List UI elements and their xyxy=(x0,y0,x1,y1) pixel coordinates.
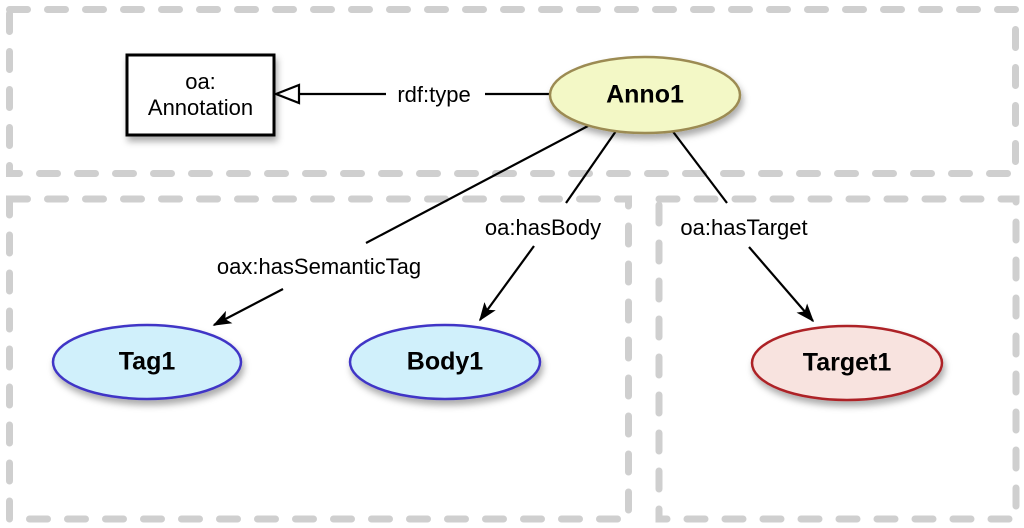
has-semantic-tag-line-upper xyxy=(365,125,589,244)
has-body-edge-label: oa:hasBody xyxy=(484,215,602,240)
top-region-dashed-frame xyxy=(6,6,1019,177)
target1-node xyxy=(750,324,944,402)
has-body-arrow xyxy=(479,245,535,322)
has-body-line-upper xyxy=(565,130,617,204)
tag1-node-label: Tag1 xyxy=(118,347,176,376)
tag1-node xyxy=(51,323,243,401)
has-semantic-tag-arrow xyxy=(212,288,284,326)
rdf-type-edge-label: rdf:type xyxy=(397,82,471,107)
annotation-class-label-line1: oa: xyxy=(185,69,216,94)
body1-node xyxy=(348,323,542,401)
hollow-triangle-arrowhead-icon xyxy=(272,83,301,105)
annotation-class-box xyxy=(125,53,276,137)
annotation-class-label-line2: Annotation xyxy=(147,95,254,120)
has-target-line-upper xyxy=(670,128,728,204)
has-target-arrow xyxy=(748,246,815,323)
target1-node-label: Target1 xyxy=(802,348,892,377)
anno1-node xyxy=(548,55,742,135)
anno1-node-label: Anno1 xyxy=(606,80,684,109)
annotation-class-label: oa: Annotation xyxy=(127,55,274,135)
has-semantic-tag-edge-label: oax:hasSemanticTag xyxy=(216,254,422,279)
bottom-right-region-dashed-frame xyxy=(655,195,1020,523)
has-target-edge-label: oa:hasTarget xyxy=(680,215,808,240)
body1-node-label: Body1 xyxy=(406,347,484,376)
bottom-left-region-dashed-frame xyxy=(6,195,632,523)
